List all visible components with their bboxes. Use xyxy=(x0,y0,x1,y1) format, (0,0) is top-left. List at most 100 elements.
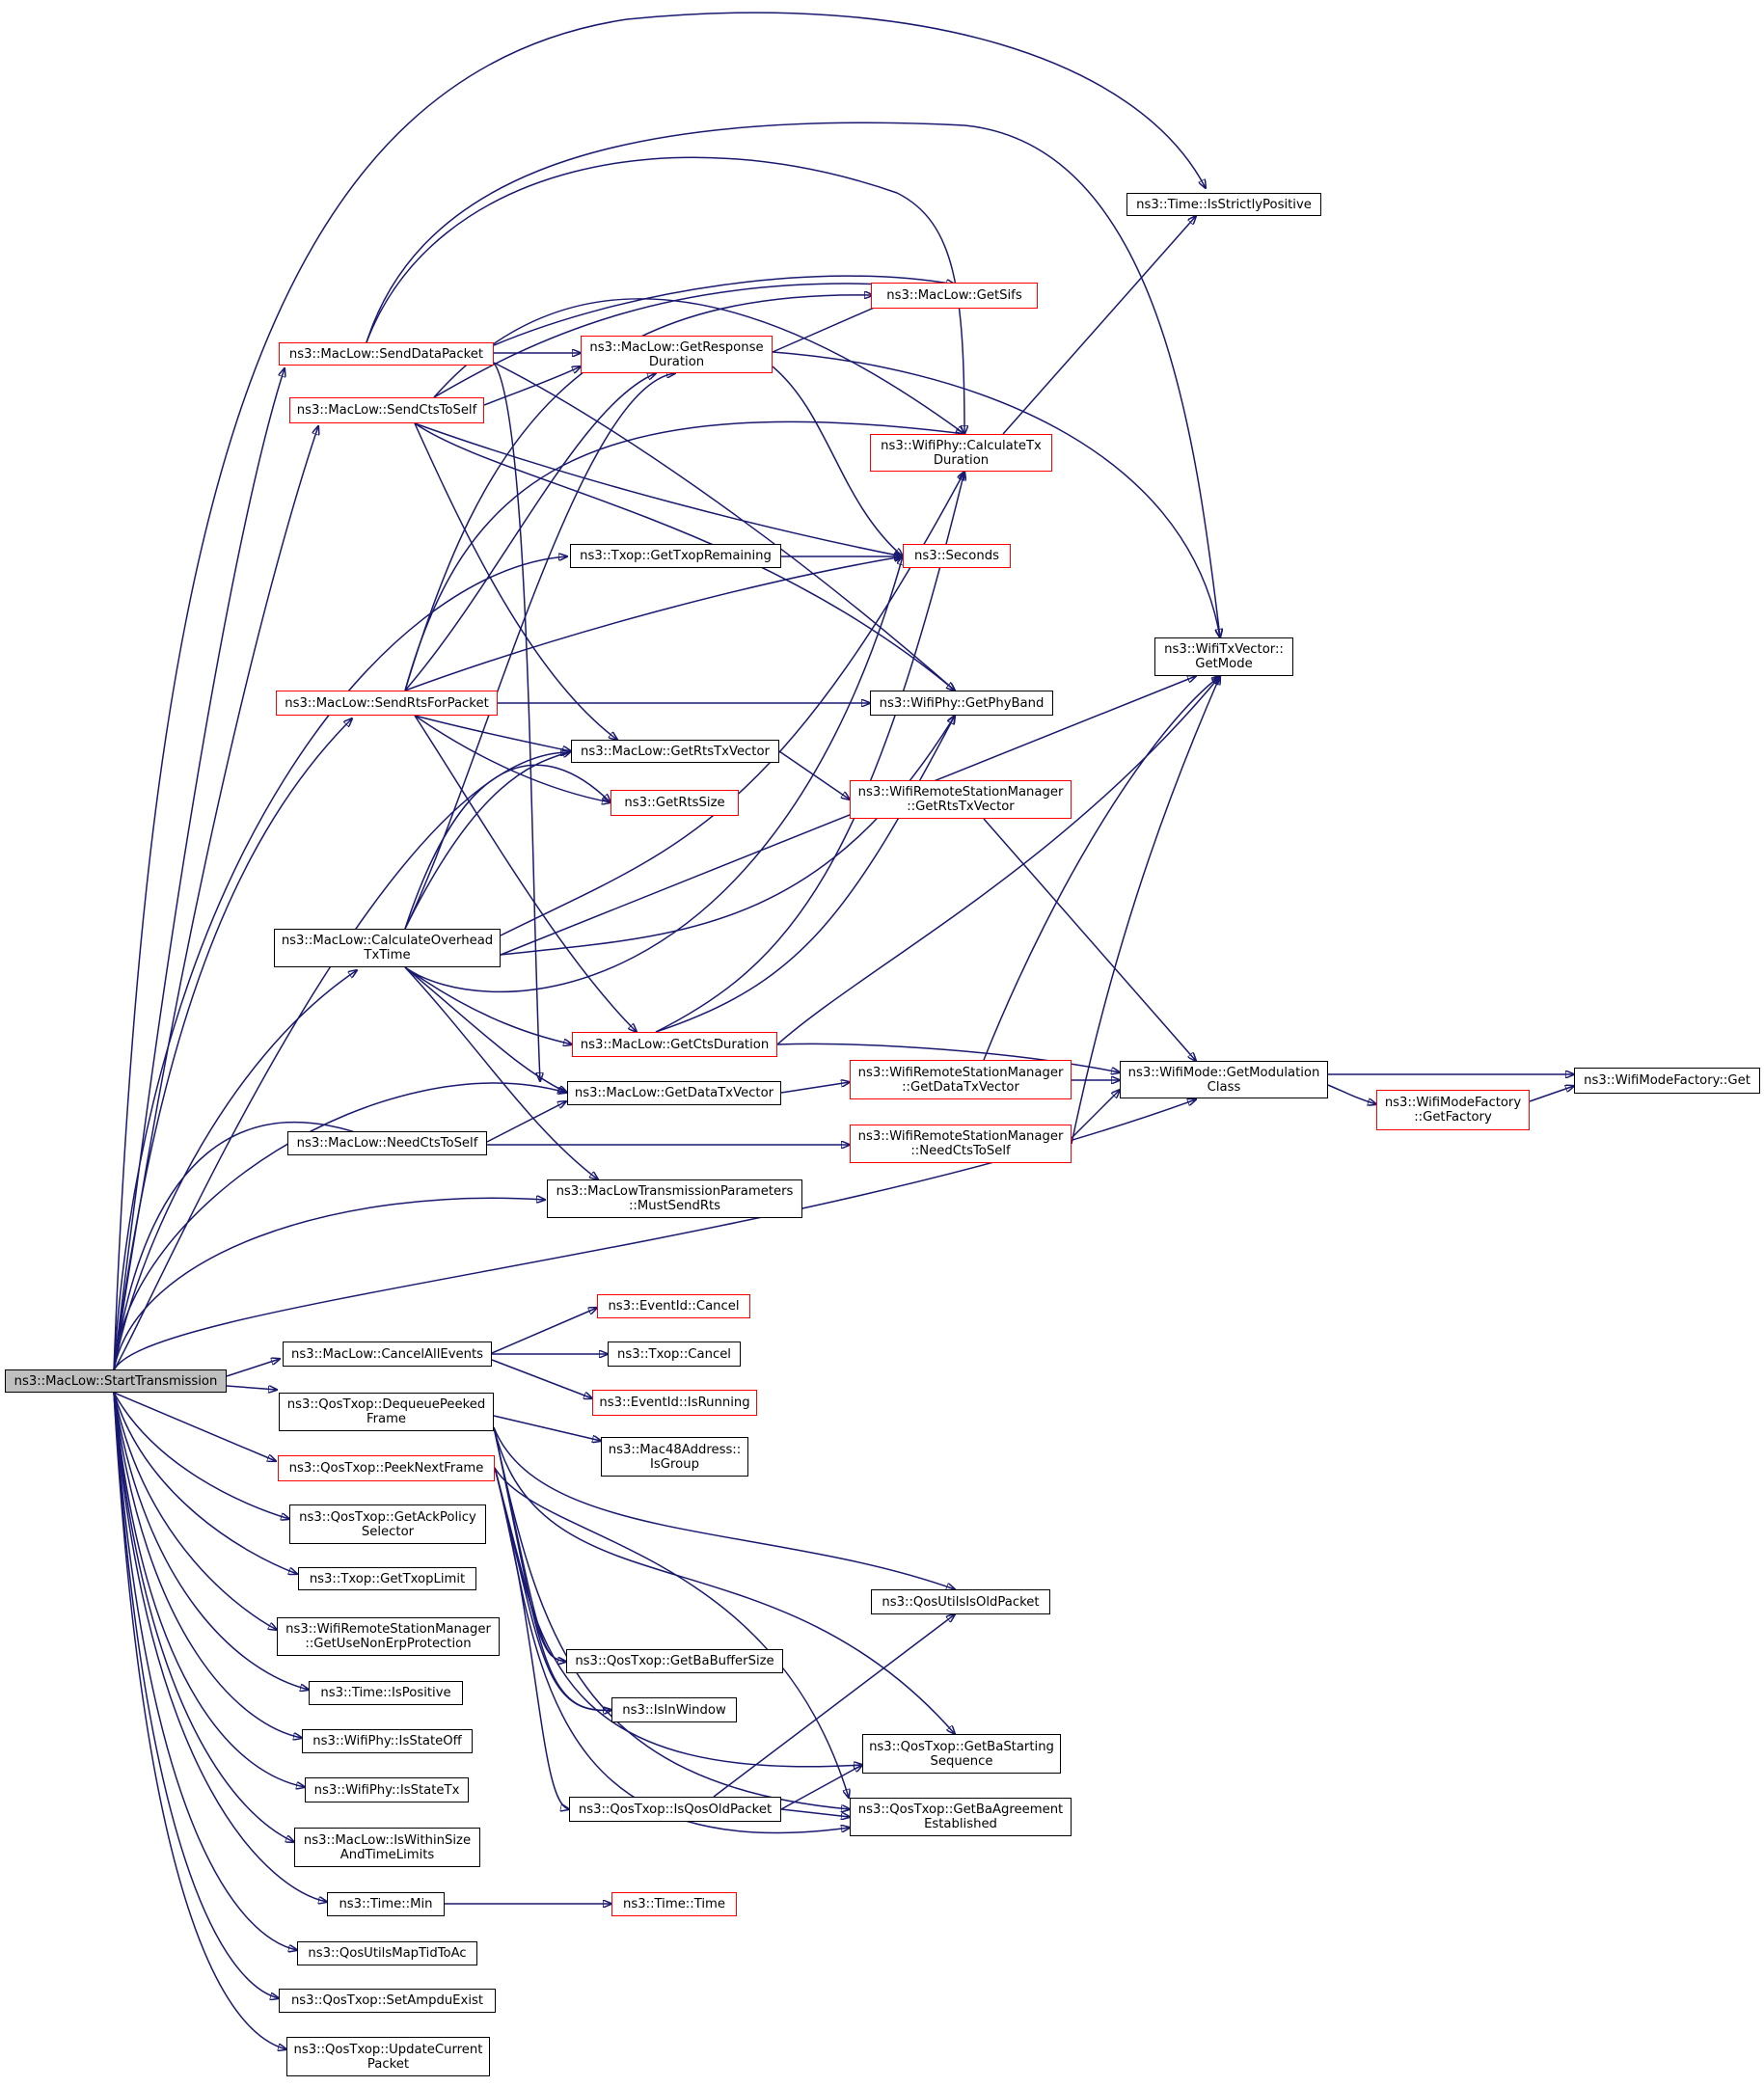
call-edge xyxy=(414,715,611,802)
node-start-transmission[interactable]: ns3::MacLow::StartTransmission xyxy=(5,1369,227,1393)
node-label: TxTime xyxy=(364,948,411,962)
node-is-strictly-positive[interactable]: ns3::Time::IsStrictlyPositive xyxy=(1126,193,1321,216)
node-get-cts-duration[interactable]: ns3::MacLow::GetCtsDuration xyxy=(572,1032,777,1057)
call-edge xyxy=(713,1614,955,1798)
call-edge xyxy=(404,295,873,691)
node-get-factory[interactable]: ns3::WifiModeFactory::GetFactory xyxy=(1376,1090,1530,1130)
node-label: ns3::WifiModeFactory xyxy=(1384,1096,1522,1110)
node-get-use-non-erp-protection[interactable]: ns3::WifiRemoteStationManager::GetUseNon… xyxy=(277,1617,500,1656)
node-send-cts-to-self[interactable]: ns3::MacLow::SendCtsToSelf xyxy=(289,397,484,423)
node-wifi-tx-vector-get-mode[interactable]: ns3::WifiTxVector::GetMode xyxy=(1154,637,1293,676)
node-get-phy-band[interactable]: ns3::WifiPhy::GetPhyBand xyxy=(870,691,1053,716)
node-event-id-cancel[interactable]: ns3::EventId::Cancel xyxy=(597,1294,750,1318)
node-peek-next-frame[interactable]: ns3::QosTxop::PeekNextFrame xyxy=(278,1455,495,1481)
node-txop-cancel[interactable]: ns3::Txop::Cancel xyxy=(608,1342,741,1367)
node-time-min[interactable]: ns3::Time::Min xyxy=(327,1892,445,1916)
node-label: ::GetUseNonErpProtection xyxy=(305,1637,472,1651)
call-edge xyxy=(404,966,572,1044)
node-time-is-positive[interactable]: ns3::Time::IsPositive xyxy=(309,1681,463,1705)
node-label: ns3::MacLow::StartTransmission xyxy=(14,1373,218,1389)
node-get-rts-size[interactable]: ns3::GetRtsSize xyxy=(611,790,739,816)
node-must-send-rts[interactable]: ns3::MacLowTransmissionParameters::MustS… xyxy=(547,1179,802,1218)
call-edge xyxy=(780,1765,862,1810)
node-label: ns3::WifiPhy::IsStateOff xyxy=(312,1734,462,1748)
node-label: ns3::WifiRemoteStationManager xyxy=(857,1065,1064,1080)
node-qos-utils-is-old-packet[interactable]: ns3::QosUtilsIsOldPacket xyxy=(871,1589,1050,1614)
node-get-txop-limit[interactable]: ns3::Txop::GetTxopLimit xyxy=(298,1567,476,1590)
node-label: ::MustSendRts xyxy=(628,1199,721,1213)
node-get-rts-tx-vector[interactable]: ns3::MacLow::GetRtsTxVector xyxy=(571,740,779,763)
call-edge xyxy=(113,1392,302,1738)
node-need-cts-to-self[interactable]: ns3::MacLow::NeedCtsToSelf xyxy=(287,1131,487,1155)
node-rsm-get-data-tx-vector[interactable]: ns3::WifiRemoteStationManager::GetDataTx… xyxy=(850,1060,1072,1099)
call-edge xyxy=(414,422,617,740)
node-label: ns3::WifiTxVector:: xyxy=(1164,642,1284,657)
node-is-qos-old-packet[interactable]: ns3::QosTxop::IsQosOldPacket xyxy=(569,1797,781,1822)
node-label: ns3::MacLowTransmissionParameters xyxy=(556,1184,794,1199)
node-label: Class xyxy=(1207,1079,1241,1095)
call-edge xyxy=(493,362,540,1081)
node-get-sifs[interactable]: ns3::MacLow::GetSifs xyxy=(871,283,1038,309)
node-label: ns3::QosTxop::UpdateCurrent xyxy=(293,2042,483,2057)
node-label: ns3::EventId::Cancel xyxy=(608,1299,740,1314)
call-edge xyxy=(404,966,598,1179)
node-send-data-packet[interactable]: ns3::MacLow::SendDataPacket xyxy=(279,342,494,366)
node-label: ns3::WifiMode::GetModulation xyxy=(1127,1065,1320,1080)
node-get-ba-buffer-size[interactable]: ns3::QosTxop::GetBaBufferSize xyxy=(566,1649,783,1673)
node-set-ampdu-exist[interactable]: ns3::QosTxop::SetAmpduExist xyxy=(279,1989,496,2013)
call-edge xyxy=(414,715,637,1032)
node-label: ns3::Time::Time xyxy=(623,1897,725,1911)
call-edge xyxy=(113,1392,277,1630)
node-seconds[interactable]: ns3::Seconds xyxy=(903,544,1011,568)
node-label: ns3::QosTxop::GetAckPolicy xyxy=(299,1509,476,1525)
node-label: ns3::MacLow::GetRtsTxVector xyxy=(581,744,770,759)
node-is-state-tx[interactable]: ns3::WifiPhy::IsStateTx xyxy=(305,1777,469,1802)
node-is-state-off[interactable]: ns3::WifiPhy::IsStateOff xyxy=(302,1729,473,1753)
node-rsm-get-rts-tx-vector[interactable]: ns3::WifiRemoteStationManager::GetRtsTxV… xyxy=(850,780,1072,819)
call-edge xyxy=(414,715,571,751)
node-get-txop-remaining[interactable]: ns3::Txop::GetTxopRemaining xyxy=(570,544,781,568)
node-label: ns3::MacLow::SendRtsForPacket xyxy=(285,695,489,711)
call-edge xyxy=(113,556,567,1371)
node-time-time[interactable]: ns3::Time::Time xyxy=(611,1892,737,1916)
call-edge xyxy=(1327,1084,1376,1104)
node-label: ns3::Time::IsPositive xyxy=(320,1686,451,1700)
call-edge xyxy=(113,1082,566,1371)
call-edge xyxy=(113,12,1206,1371)
node-wifi-mode-factory-get[interactable]: ns3::WifiModeFactory::Get xyxy=(1574,1068,1760,1094)
call-edge xyxy=(493,1426,955,1589)
call-edge xyxy=(780,1808,850,1817)
call-edge xyxy=(983,676,1220,1061)
node-send-rts-for-packet[interactable]: ns3::MacLow::SendRtsForPacket xyxy=(276,691,498,716)
call-edge xyxy=(366,122,1220,637)
node-is-in-window[interactable]: ns3::IsInWindow xyxy=(611,1697,737,1722)
node-label: Sequence xyxy=(930,1753,993,1769)
node-get-data-tx-vector[interactable]: ns3::MacLow::GetDataTxVector xyxy=(567,1081,781,1105)
call-edge xyxy=(493,1426,955,1734)
node-rsm-need-cts-to-self[interactable]: ns3::WifiRemoteStationManager::NeedCtsTo… xyxy=(850,1125,1072,1163)
node-label: ns3::Txop::GetTxopLimit xyxy=(309,1571,466,1586)
call-edge xyxy=(494,1467,850,1834)
node-is-group[interactable]: ns3::Mac48Address::IsGroup xyxy=(601,1437,748,1477)
node-label: ns3::WifiPhy::CalculateTx xyxy=(881,438,1042,453)
node-cancel-all-events[interactable]: ns3::MacLow::CancelAllEvents xyxy=(283,1342,492,1367)
node-event-id-is-running[interactable]: ns3::EventId::IsRunning xyxy=(592,1390,757,1416)
call-edge xyxy=(113,1392,279,1998)
node-qos-utils-map-tid-to-ac[interactable]: ns3::QosUtilsMapTidToAc xyxy=(297,1941,477,1965)
node-label: ns3::MacLow::NeedCtsToSelf xyxy=(296,1136,478,1151)
node-label: ns3::QosUtilsIsOldPacket xyxy=(882,1594,1040,1610)
node-label: ns3::MacLow::GetSifs xyxy=(886,288,1022,303)
node-label: ns3::QosTxop::DequeuePeeked xyxy=(286,1397,486,1412)
call-edge xyxy=(113,1392,305,1787)
